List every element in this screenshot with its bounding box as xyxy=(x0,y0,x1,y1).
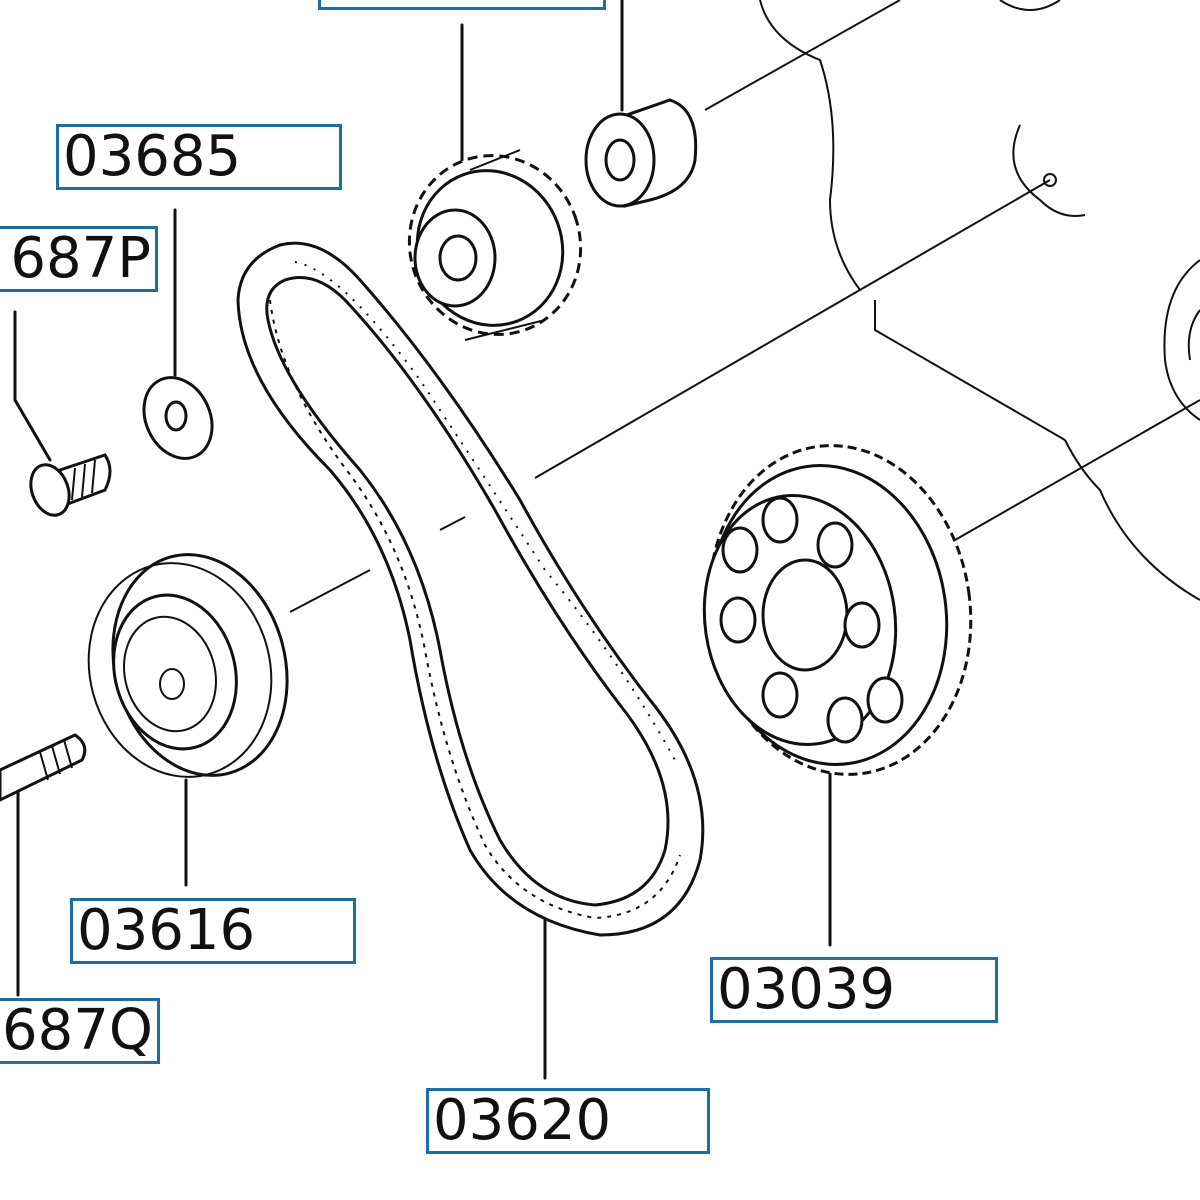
engine-block-outline xyxy=(759,0,1200,601)
tensioner-pulley xyxy=(87,553,289,778)
part-label-sprocket[interactable]: 03039 xyxy=(710,957,998,1023)
part-label-washer[interactable]: 03685 xyxy=(56,124,342,190)
spacer-bushing xyxy=(584,98,698,208)
part-label-belt[interactable]: 03620 xyxy=(426,1088,710,1154)
bolt xyxy=(29,453,112,517)
part-label-top[interactable] xyxy=(318,0,606,10)
part-label-stud[interactable]: 687Q xyxy=(0,998,160,1064)
axis-lines xyxy=(289,0,1200,613)
washer xyxy=(142,376,214,460)
leader-lines xyxy=(13,0,832,1080)
part-label-bolt[interactable]: 687P xyxy=(0,226,158,292)
stud xyxy=(0,733,87,802)
idler-pulley xyxy=(407,149,583,341)
part-label-tensioner[interactable]: 03616 xyxy=(70,898,356,964)
timing-belt xyxy=(236,241,705,937)
camshaft-sprocket xyxy=(702,444,973,776)
